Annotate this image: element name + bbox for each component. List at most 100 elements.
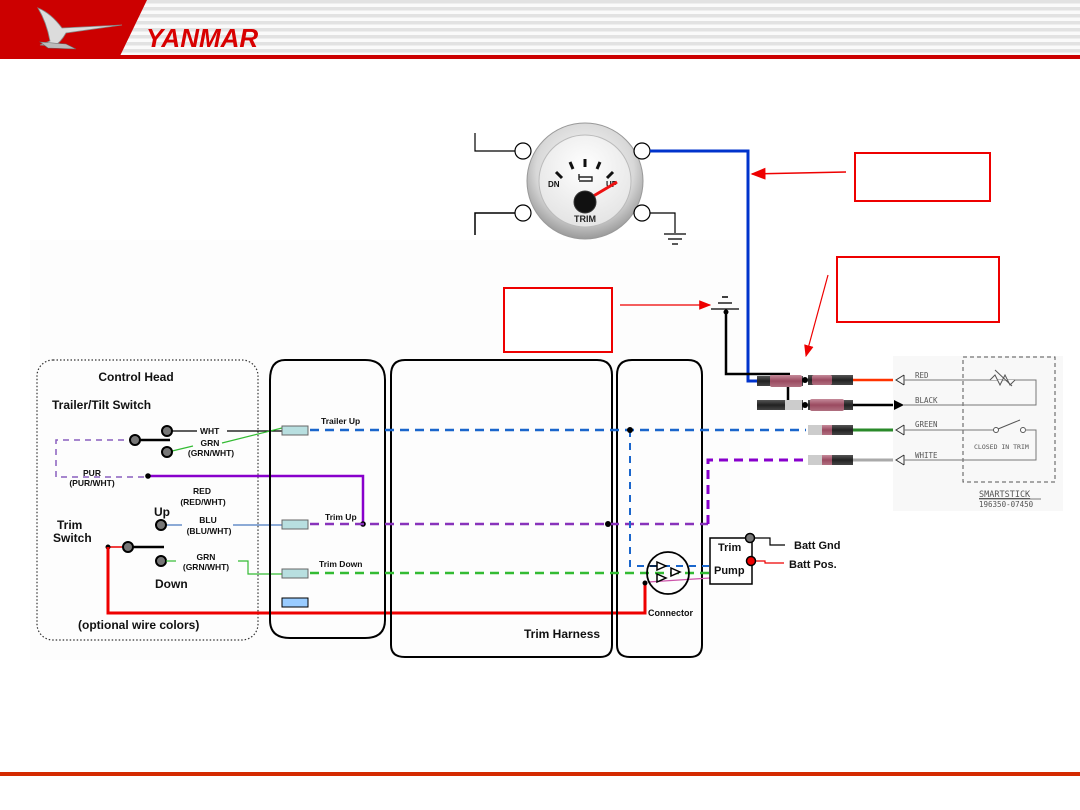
gauge-ground-wire	[650, 212, 676, 233]
smartstick-wire-black: BLACK	[915, 396, 938, 405]
wire-label-grn-alt: (GRN/WHT)	[188, 448, 234, 458]
gauge-terminal-signal	[633, 142, 651, 160]
trim-pump-box	[709, 537, 753, 585]
header-banner: YANMAR	[0, 0, 1080, 59]
wire-label-grn-down: GRN	[197, 552, 216, 562]
smartstick-title: SMARTSTICK	[979, 490, 1031, 500]
gauge-signal-callout	[854, 152, 991, 202]
gauge-hub	[573, 190, 597, 214]
wire-purple-solid	[148, 474, 365, 524]
smartstick-wire-green: GREEN	[915, 420, 938, 429]
smartstick-part-number: 196350-07450	[979, 500, 1034, 509]
trim-switch-common-terminal	[122, 541, 134, 553]
ground-wire	[724, 312, 790, 376]
tilt-switch-terminal-wht	[161, 425, 173, 437]
footer-rule	[0, 772, 1080, 776]
label-trailer-up: Trailer Up	[321, 416, 360, 426]
optional-wire-colors-note: (optional wire colors)	[78, 618, 199, 632]
wire-label-pur-alt: (PUR/WHT)	[69, 478, 114, 488]
switch-contact	[1020, 427, 1026, 433]
label-trim-down: Trim Down	[319, 559, 362, 569]
pump-connector-icon	[646, 551, 690, 595]
gauge-wire-top-left	[474, 133, 522, 152]
wire-label-wht: WHT	[200, 426, 220, 436]
trim-harness-box	[390, 359, 613, 658]
pump-label-pump: Pump	[714, 565, 745, 577]
junction-dot	[642, 580, 648, 586]
junction-dot	[627, 427, 633, 433]
pin-spare	[281, 597, 309, 608]
wire-label-red: RED	[193, 486, 211, 496]
gauge-terminal-ground	[633, 204, 651, 222]
terminal-black-icon	[894, 400, 904, 410]
header-rule	[0, 55, 1080, 59]
trim-up-label: Up	[154, 505, 170, 519]
pump-terminal-pos	[745, 555, 757, 567]
trim-switch-terminal-up	[155, 519, 167, 531]
pin-trim-up	[281, 519, 309, 530]
label-trim-up: Trim Up	[325, 512, 357, 522]
smartstick-background	[893, 356, 1063, 511]
trim-down-label: Down	[155, 577, 188, 591]
butt-connectors	[757, 375, 853, 465]
wire-blue-to-pump	[629, 430, 710, 567]
pump-connector-box	[616, 359, 703, 658]
wire-label-pur: PUR	[83, 468, 101, 478]
ground-symbol-icon	[664, 233, 686, 245]
tilt-switch-common-terminal	[129, 434, 141, 446]
butt-connector-green	[808, 425, 853, 435]
trim-harness-label: Trim Harness	[524, 627, 600, 641]
wire-label-blu: BLU	[199, 515, 216, 525]
wire-batt-gnd	[755, 537, 785, 546]
trim-switch-terminal-down	[155, 555, 167, 567]
switch-blade-icon	[997, 419, 1021, 430]
butt-connector-black-right	[808, 399, 853, 411]
wire-batt-pos	[755, 560, 784, 564]
smartstick-wire-white: WHITE	[915, 451, 938, 460]
smartstick-wire-red: RED	[915, 371, 929, 380]
seagull-logo-icon	[37, 7, 123, 50]
gauge-terminal-bottom-left	[514, 204, 532, 222]
connector-label: Connector	[648, 608, 693, 618]
gauge-label-down: DN	[548, 180, 560, 189]
pin-trailer-up	[281, 425, 309, 436]
sender-circuit	[904, 379, 1037, 406]
callout-arrow-connector	[804, 274, 829, 358]
gauge-ticks	[554, 159, 615, 180]
connector-panel-box	[269, 359, 386, 639]
batt-pos-label: Batt Pos.	[789, 559, 837, 571]
switch-circuit-b	[904, 429, 1037, 461]
gauge-terminal-top-left	[514, 142, 532, 160]
trailer-tilt-switch-label: Trailer/Tilt Switch	[52, 398, 151, 412]
gauge-signal-wire	[650, 149, 765, 383]
wire-label-grn-down-alt: (GRN/WHT)	[183, 562, 229, 572]
junction-dot	[802, 377, 808, 383]
pump-label-trim: Trim	[718, 542, 741, 554]
trim-switch-label-1: Trim	[57, 518, 82, 532]
tilt-switch-terminal-grn	[161, 446, 173, 458]
smartstick-schematic: RED BLACK GREEN WHITE CLOSED IN TRIM SMA…	[893, 356, 1063, 511]
junction-dot	[145, 473, 151, 479]
trim-gauge: DN UP TRIM	[474, 122, 686, 245]
junction-dot	[802, 402, 808, 408]
trim-switch-label-2: Switch	[53, 531, 92, 545]
wire-trim-up-to-smartstick	[706, 458, 806, 524]
wire-red-batt-pos	[106, 547, 647, 615]
batt-gnd-label: Batt Gnd	[794, 540, 840, 552]
connector-callout	[836, 256, 1000, 323]
wire-grn-b	[221, 427, 283, 444]
control-head-box	[36, 359, 259, 641]
control-head-title: Control Head	[98, 370, 173, 384]
butt-connector-black-left	[757, 400, 803, 410]
ground-callout	[503, 287, 613, 353]
gauge-wire-bottom-left	[474, 212, 522, 235]
gauge-label-trim: TRIM	[574, 214, 596, 224]
switch-contact	[993, 427, 999, 433]
wire-label-blu-alt: (BLU/WHT)	[187, 526, 232, 536]
wire-label-grn: GRN	[201, 438, 220, 448]
butt-connector-red-left	[757, 375, 803, 387]
boat-trim-icon	[578, 174, 593, 182]
butt-connector-red-right	[808, 375, 853, 385]
header-stripes	[0, 0, 1080, 56]
variable-resistor-arrow	[994, 369, 1013, 387]
